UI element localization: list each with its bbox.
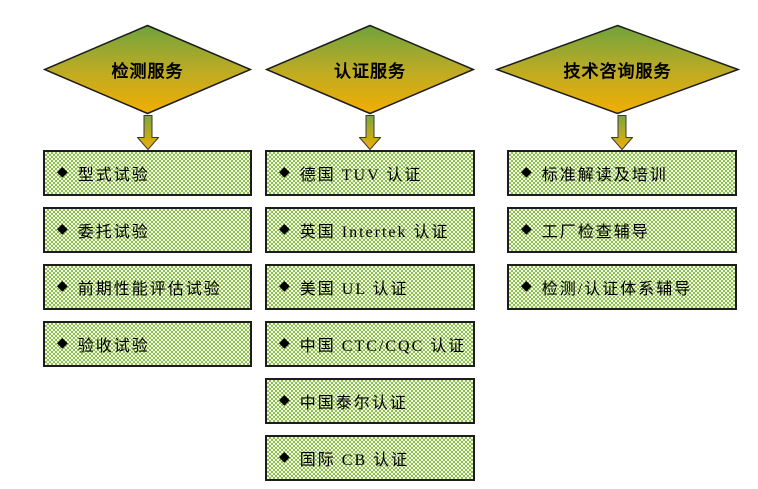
diamond-bullet-icon: ◆: [521, 222, 532, 237]
diamond-bullet-icon: ◆: [57, 279, 68, 294]
list-item: ◆ 型式试验: [43, 150, 252, 196]
diamond-bullet-icon: ◆: [57, 165, 68, 180]
item-label: 委托试验: [77, 224, 150, 241]
item-label: 型式试验: [77, 167, 150, 184]
item-label: 前期性能评估试验: [77, 281, 222, 298]
list-item: ◆ 委托试验: [43, 207, 252, 253]
diamond-bullet-icon: ◆: [57, 336, 68, 351]
list-item: ◆ 英国 Intertek 认证: [265, 207, 475, 253]
column-certification-services: 认证服务 ◆ 德国 TUV 认证 ◆ 英国 Intertek 认证 ◆ 美国 U…: [265, 24, 475, 489]
item-label: 美国 UL 认证: [299, 281, 409, 298]
diamond-bullet-icon: ◆: [279, 393, 290, 408]
list-item: ◆ 德国 TUV 认证: [265, 150, 475, 196]
item-label: 德国 TUV 认证: [299, 167, 423, 184]
diamond-bullet-icon: ◆: [279, 450, 290, 465]
item-label: 英国 Intertek 认证: [299, 224, 450, 241]
diamond-testing-services: 检测服务: [43, 24, 252, 115]
list-item: ◆ 中国 CTC/CQC 认证: [265, 321, 475, 367]
diamond-bullet-icon: ◆: [279, 336, 290, 351]
item-label: 标准解读及培训: [541, 167, 668, 184]
diamond-bullet-icon: ◆: [521, 165, 532, 180]
down-arrow-icon: [136, 115, 159, 150]
item-label: 检测/认证体系辅导: [541, 281, 693, 298]
item-label: 中国 CTC/CQC 认证: [299, 338, 467, 355]
diamond-label-testing: 检测服务: [111, 62, 184, 81]
diamond-label-certification: 认证服务: [334, 62, 406, 81]
column-consulting-services: 技术咨询服务 ◆ 标准解读及培训 ◆ 工厂检查辅导 ◆ 检测/认证体系辅导: [507, 24, 737, 321]
diamond-shape: [43, 24, 252, 115]
diamond-consulting-services: 技术咨询服务: [495, 24, 740, 115]
item-label: 中国泰尔认证: [299, 395, 408, 412]
diamond-shape: [495, 24, 740, 115]
item-label: 验收试验: [77, 338, 150, 355]
diamond-certification-services: 认证服务: [265, 24, 475, 115]
list-item: ◆ 工厂检查辅导: [507, 207, 737, 253]
list-item: ◆ 检测/认证体系辅导: [507, 264, 737, 310]
column-testing-services: 检测服务 ◆ 型式试验 ◆ 委托试验 ◆ 前期性能评估试验 ◆ 验收试验: [43, 24, 252, 378]
diamond-bullet-icon: ◆: [279, 222, 290, 237]
certification-items-list: ◆ 德国 TUV 认证 ◆ 英国 Intertek 认证 ◆ 美国 UL 认证 …: [265, 150, 475, 481]
diamond-shape: [265, 24, 475, 115]
list-item: ◆ 验收试验: [43, 321, 252, 367]
diamond-label-consulting: 技术咨询服务: [563, 62, 672, 81]
consulting-items-list: ◆ 标准解读及培训 ◆ 工厂检查辅导 ◆ 检测/认证体系辅导: [507, 150, 737, 310]
diamond-bullet-icon: ◆: [521, 279, 532, 294]
item-label: 工厂检查辅导: [541, 224, 650, 241]
list-item: ◆ 中国泰尔认证: [265, 378, 475, 424]
testing-items-list: ◆ 型式试验 ◆ 委托试验 ◆ 前期性能评估试验 ◆ 验收试验: [43, 150, 252, 367]
list-item: ◆ 美国 UL 认证: [265, 264, 475, 310]
diamond-bullet-icon: ◆: [57, 222, 68, 237]
list-item: ◆ 国际 CB 认证: [265, 435, 475, 481]
item-label: 国际 CB 认证: [299, 452, 410, 469]
diamond-bullet-icon: ◆: [279, 165, 290, 180]
diamond-bullet-icon: ◆: [279, 279, 290, 294]
list-item: ◆ 前期性能评估试验: [43, 264, 252, 310]
down-arrow-icon: [359, 115, 381, 150]
list-item: ◆ 标准解读及培训: [507, 150, 737, 196]
down-arrow-icon: [611, 115, 633, 150]
